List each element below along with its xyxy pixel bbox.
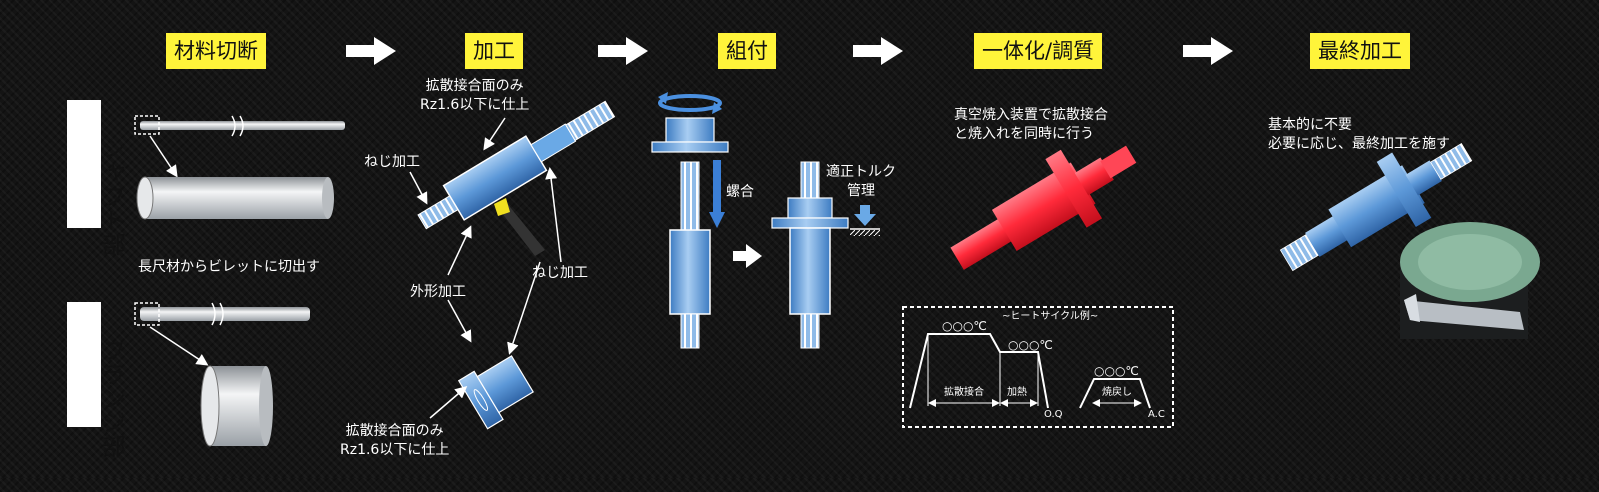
flow-arrow-2 xyxy=(598,37,648,65)
torque-note: 適正トルク 管理 xyxy=(826,164,896,199)
heat-cycle-cooling-oq: O.Q xyxy=(1044,409,1063,420)
rotation-icon xyxy=(658,92,722,114)
machining-arrows xyxy=(409,117,562,419)
step-final-machining: 最終加工 xyxy=(1310,33,1410,69)
flow-arrow-4 xyxy=(1183,37,1233,65)
step-machining: 加工 xyxy=(465,33,523,69)
flow-arrow-1 xyxy=(346,37,396,65)
torque-fixture xyxy=(850,205,880,236)
screw-note: 螺合 xyxy=(726,184,754,200)
outer-machining-note: 外形加工 xyxy=(410,284,466,300)
diffusion-surface-note-bottom: 拡散接合面のみ Rz1.6以下に仕上 xyxy=(340,423,450,458)
billet-cut-note: 長尺材からビレットに切出す xyxy=(138,259,320,275)
step-assembly: 組付 xyxy=(718,33,776,69)
step-material-cutting: 材料切断 xyxy=(166,33,266,69)
shaft-billet xyxy=(136,176,334,220)
heat-cycle-phase-diffusion: 拡散接合 xyxy=(944,387,984,398)
flange-part-text: フランジ部 xyxy=(97,338,126,458)
heat-cycle-temp-1: ○○○℃ xyxy=(942,319,987,333)
diagram-artwork xyxy=(134,92,1540,447)
cutting-tool xyxy=(494,198,545,256)
machined-flange xyxy=(457,355,534,430)
shaft-part-label: シャフト部 xyxy=(67,100,126,256)
step-integration: 一体化/調質 xyxy=(974,33,1103,69)
shaft-assembly-left xyxy=(669,161,711,349)
final-part xyxy=(1279,143,1473,272)
heat-cycle-temp-2: ○○○℃ xyxy=(1008,338,1053,352)
flange-part-label: フランジ部 xyxy=(67,302,126,458)
screw-direction-arrow xyxy=(709,160,725,228)
flange-bar xyxy=(134,302,310,366)
shaft-part-text: シャフト部 xyxy=(97,136,126,256)
final-machining-note: 基本的に不要 必要に応じ、最終加工を施す xyxy=(1268,117,1450,152)
heat-cycle-chart xyxy=(902,306,1174,428)
heat-cycle-cooling-ac: A.C xyxy=(1148,409,1165,420)
grinding-photo xyxy=(1400,222,1540,339)
vacuum-quench-note: 真空焼入装置で拡散接合 と焼入れを同時に行う xyxy=(954,107,1108,142)
machined-shaft xyxy=(417,100,616,230)
heat-cycle-temp-3: ○○○℃ xyxy=(1094,364,1139,378)
flow-arrow-3 xyxy=(853,37,903,65)
shaft-bar xyxy=(134,115,345,178)
flange-billet xyxy=(200,365,273,447)
assembled-part xyxy=(771,161,849,349)
heat-cycle-title: ~ヒートサイクル例~ xyxy=(1002,311,1099,322)
diffusion-surface-note-top: 拡散接合面のみ Rz1.6以下に仕上 xyxy=(420,78,530,113)
process-flow-diagram: 材料切断 加工 組付 一体化/調質 最終加工 シャフト部 フランジ部 長尺材から… xyxy=(67,33,1540,458)
thread-note-right: ねじ加工 xyxy=(532,265,588,281)
assembly-step-arrow xyxy=(733,244,762,268)
flange-assembly-top xyxy=(651,117,729,153)
heat-cycle-phase-heat: 加熱 xyxy=(1007,387,1027,398)
heated-part xyxy=(950,145,1137,270)
thread-note-left: ねじ加工 xyxy=(364,154,420,170)
heat-cycle-phase-temper: 焼戻し xyxy=(1102,387,1132,398)
